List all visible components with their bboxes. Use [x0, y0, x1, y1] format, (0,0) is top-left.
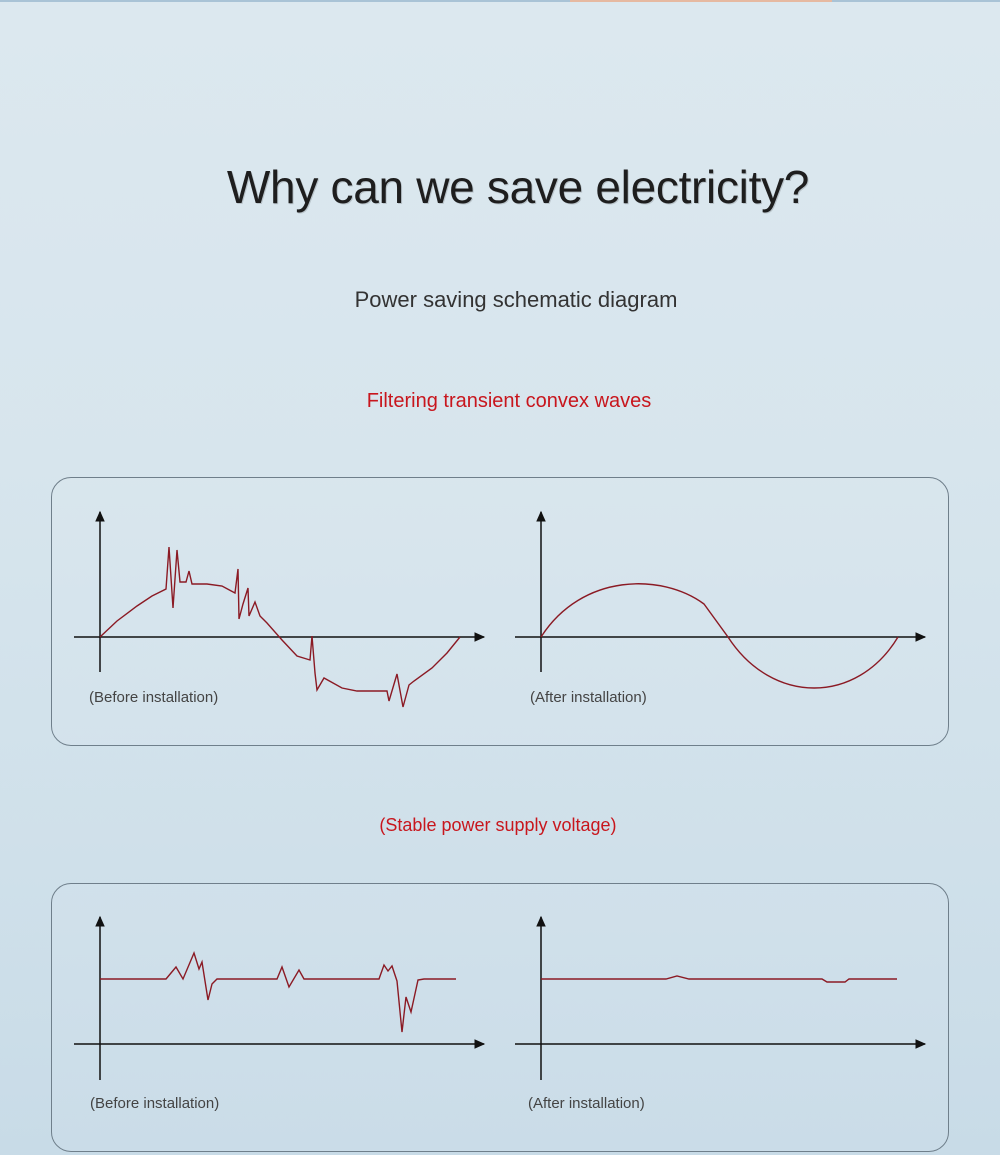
section-heading-stable-voltage: (Stable power supply voltage)	[379, 815, 617, 835]
transient-wave-diagram	[74, 510, 927, 708]
after-installation-caption-2: (After installation)	[528, 1095, 645, 1112]
after-voltage-axes	[515, 915, 927, 1080]
after-clean-sine-wave	[540, 583, 899, 689]
page-title: Why can we save electricity?	[226, 161, 810, 213]
transient-wave-panel: (Before installation) (After installatio…	[51, 477, 949, 746]
page-subtitle: Power saving schematic diagram	[354, 287, 678, 312]
before-installation-caption-2: (Before installation)	[90, 1095, 220, 1112]
before-fluctuating-voltage-line	[100, 950, 456, 1033]
top-accent-bar	[570, 0, 832, 2]
before-distorted-sine-wave	[99, 546, 461, 708]
before-voltage-axes	[74, 915, 486, 1080]
after-stable-voltage-line	[541, 975, 897, 983]
stable-voltage-diagram	[74, 915, 927, 1080]
section-heading-transient: Filtering transient convex waves	[366, 390, 652, 412]
before-installation-caption: (Before installation)	[89, 689, 219, 706]
after-plot-axes	[515, 510, 927, 672]
before-plot-axes	[74, 510, 486, 672]
top-border	[0, 0, 1000, 2]
stable-voltage-panel: (Before installation) (After installatio…	[51, 883, 949, 1152]
after-installation-caption: (After installation)	[530, 689, 647, 706]
